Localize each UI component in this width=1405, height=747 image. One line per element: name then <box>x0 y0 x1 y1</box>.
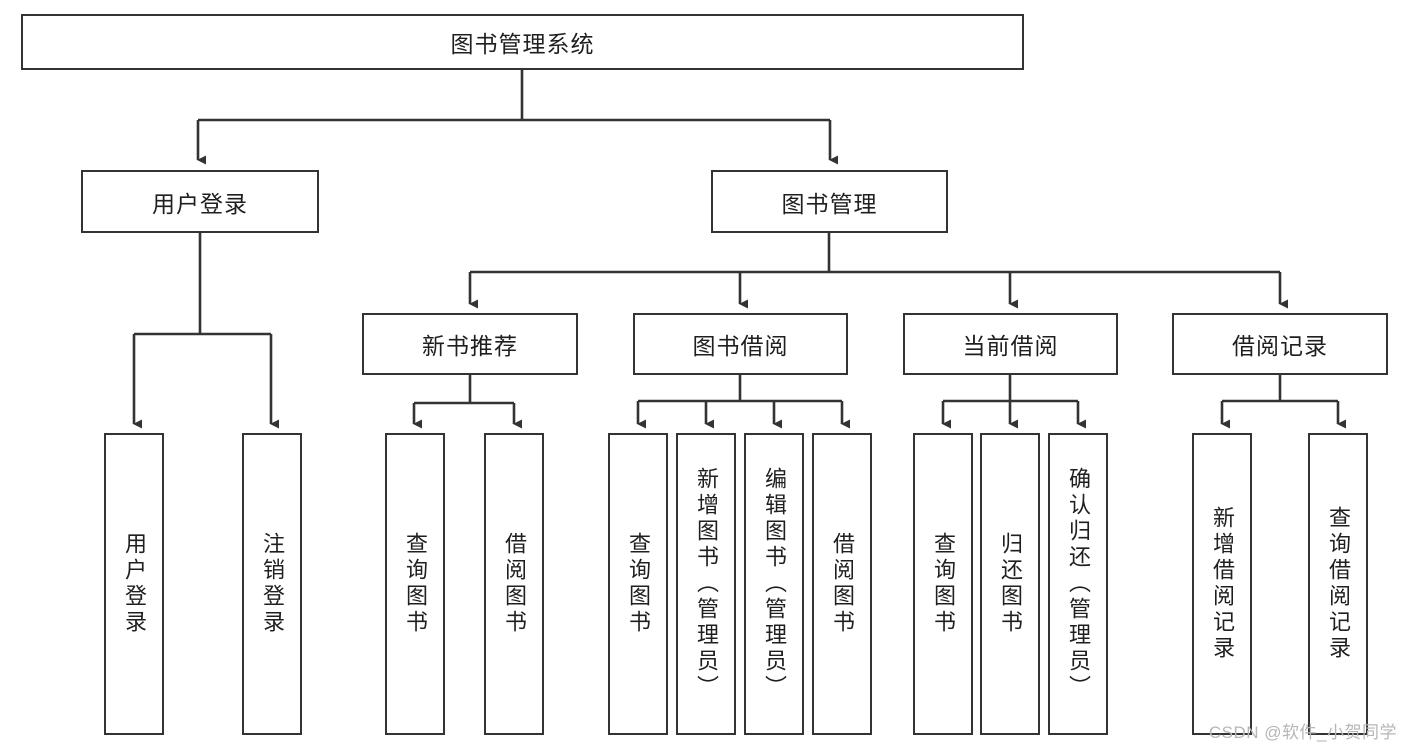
node-borrow-record[interactable]: 借阅记录 <box>1172 313 1388 375</box>
node-book-borrow-label: 图书借阅 <box>692 333 789 359</box>
node-current-borrow[interactable]: 当前借阅 <box>903 313 1118 375</box>
leaf-label: 借阅图书 <box>501 532 527 636</box>
node-book-management-label: 图书管理 <box>781 190 878 217</box>
leaf-new-book-borrow[interactable]: 借阅图书 <box>484 433 544 735</box>
leaf-record-query[interactable]: 查询借阅记录 <box>1308 433 1368 735</box>
leaf-label: 注销登录 <box>259 532 285 636</box>
leaf-borrow-query-book[interactable]: 查询图书 <box>608 433 668 735</box>
leaf-label: 查询图书 <box>625 532 651 636</box>
csdn-watermark: CSDN @软件_小贺同学 <box>1208 723 1397 742</box>
node-root[interactable]: 图书管理系统 <box>21 14 1024 70</box>
node-new-book-recommend[interactable]: 新书推荐 <box>362 313 578 375</box>
leaf-user-login-signin[interactable]: 用户登录 <box>104 433 164 735</box>
node-borrow-record-label: 借阅记录 <box>1232 333 1328 359</box>
node-user-login-label: 用户登录 <box>152 190 248 217</box>
leaf-label: 新增借阅记录 <box>1209 506 1235 662</box>
leaf-label: 确认归还（管理员） <box>1065 467 1091 701</box>
leaf-borrow-borrow-book[interactable]: 借阅图书 <box>812 433 872 735</box>
leaf-current-return-book[interactable]: 归还图书 <box>980 433 1040 735</box>
leaf-label: 查询图书 <box>402 532 428 636</box>
node-user-login[interactable]: 用户登录 <box>81 170 319 233</box>
leaf-new-book-query[interactable]: 查询图书 <box>385 433 445 735</box>
leaf-borrow-add-book[interactable]: 新增图书（管理员） <box>676 433 736 735</box>
leaf-current-confirm-return[interactable]: 确认归还（管理员） <box>1048 433 1108 735</box>
leaf-label: 用户登录 <box>121 532 147 636</box>
node-book-borrow[interactable]: 图书借阅 <box>633 313 848 375</box>
leaf-label: 查询借阅记录 <box>1325 506 1351 662</box>
leaf-user-login-signout[interactable]: 注销登录 <box>242 433 302 735</box>
leaf-current-query-book[interactable]: 查询图书 <box>913 433 973 735</box>
leaf-label: 归还图书 <box>997 532 1023 636</box>
leaf-record-add[interactable]: 新增借阅记录 <box>1192 433 1252 735</box>
leaf-label: 查询图书 <box>930 532 956 636</box>
node-new-book-recommend-label: 新书推荐 <box>422 333 518 359</box>
node-book-management[interactable]: 图书管理 <box>711 170 948 233</box>
node-root-label: 图书管理系统 <box>450 31 595 57</box>
leaf-borrow-edit-book[interactable]: 编辑图书（管理员） <box>744 433 804 735</box>
node-current-borrow-label: 当前借阅 <box>962 333 1059 359</box>
leaf-label: 新增图书（管理员） <box>693 467 719 701</box>
leaf-label: 编辑图书（管理员） <box>761 467 787 701</box>
leaf-label: 借阅图书 <box>829 532 855 636</box>
